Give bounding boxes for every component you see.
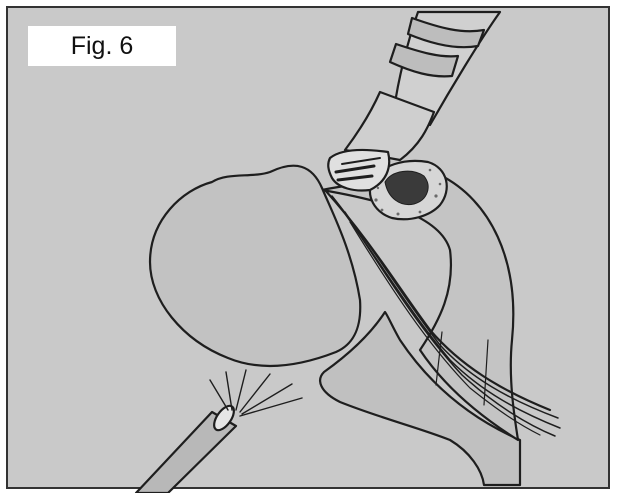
scope-tip (328, 150, 389, 191)
figure-label: Fig. 6 (28, 26, 176, 66)
